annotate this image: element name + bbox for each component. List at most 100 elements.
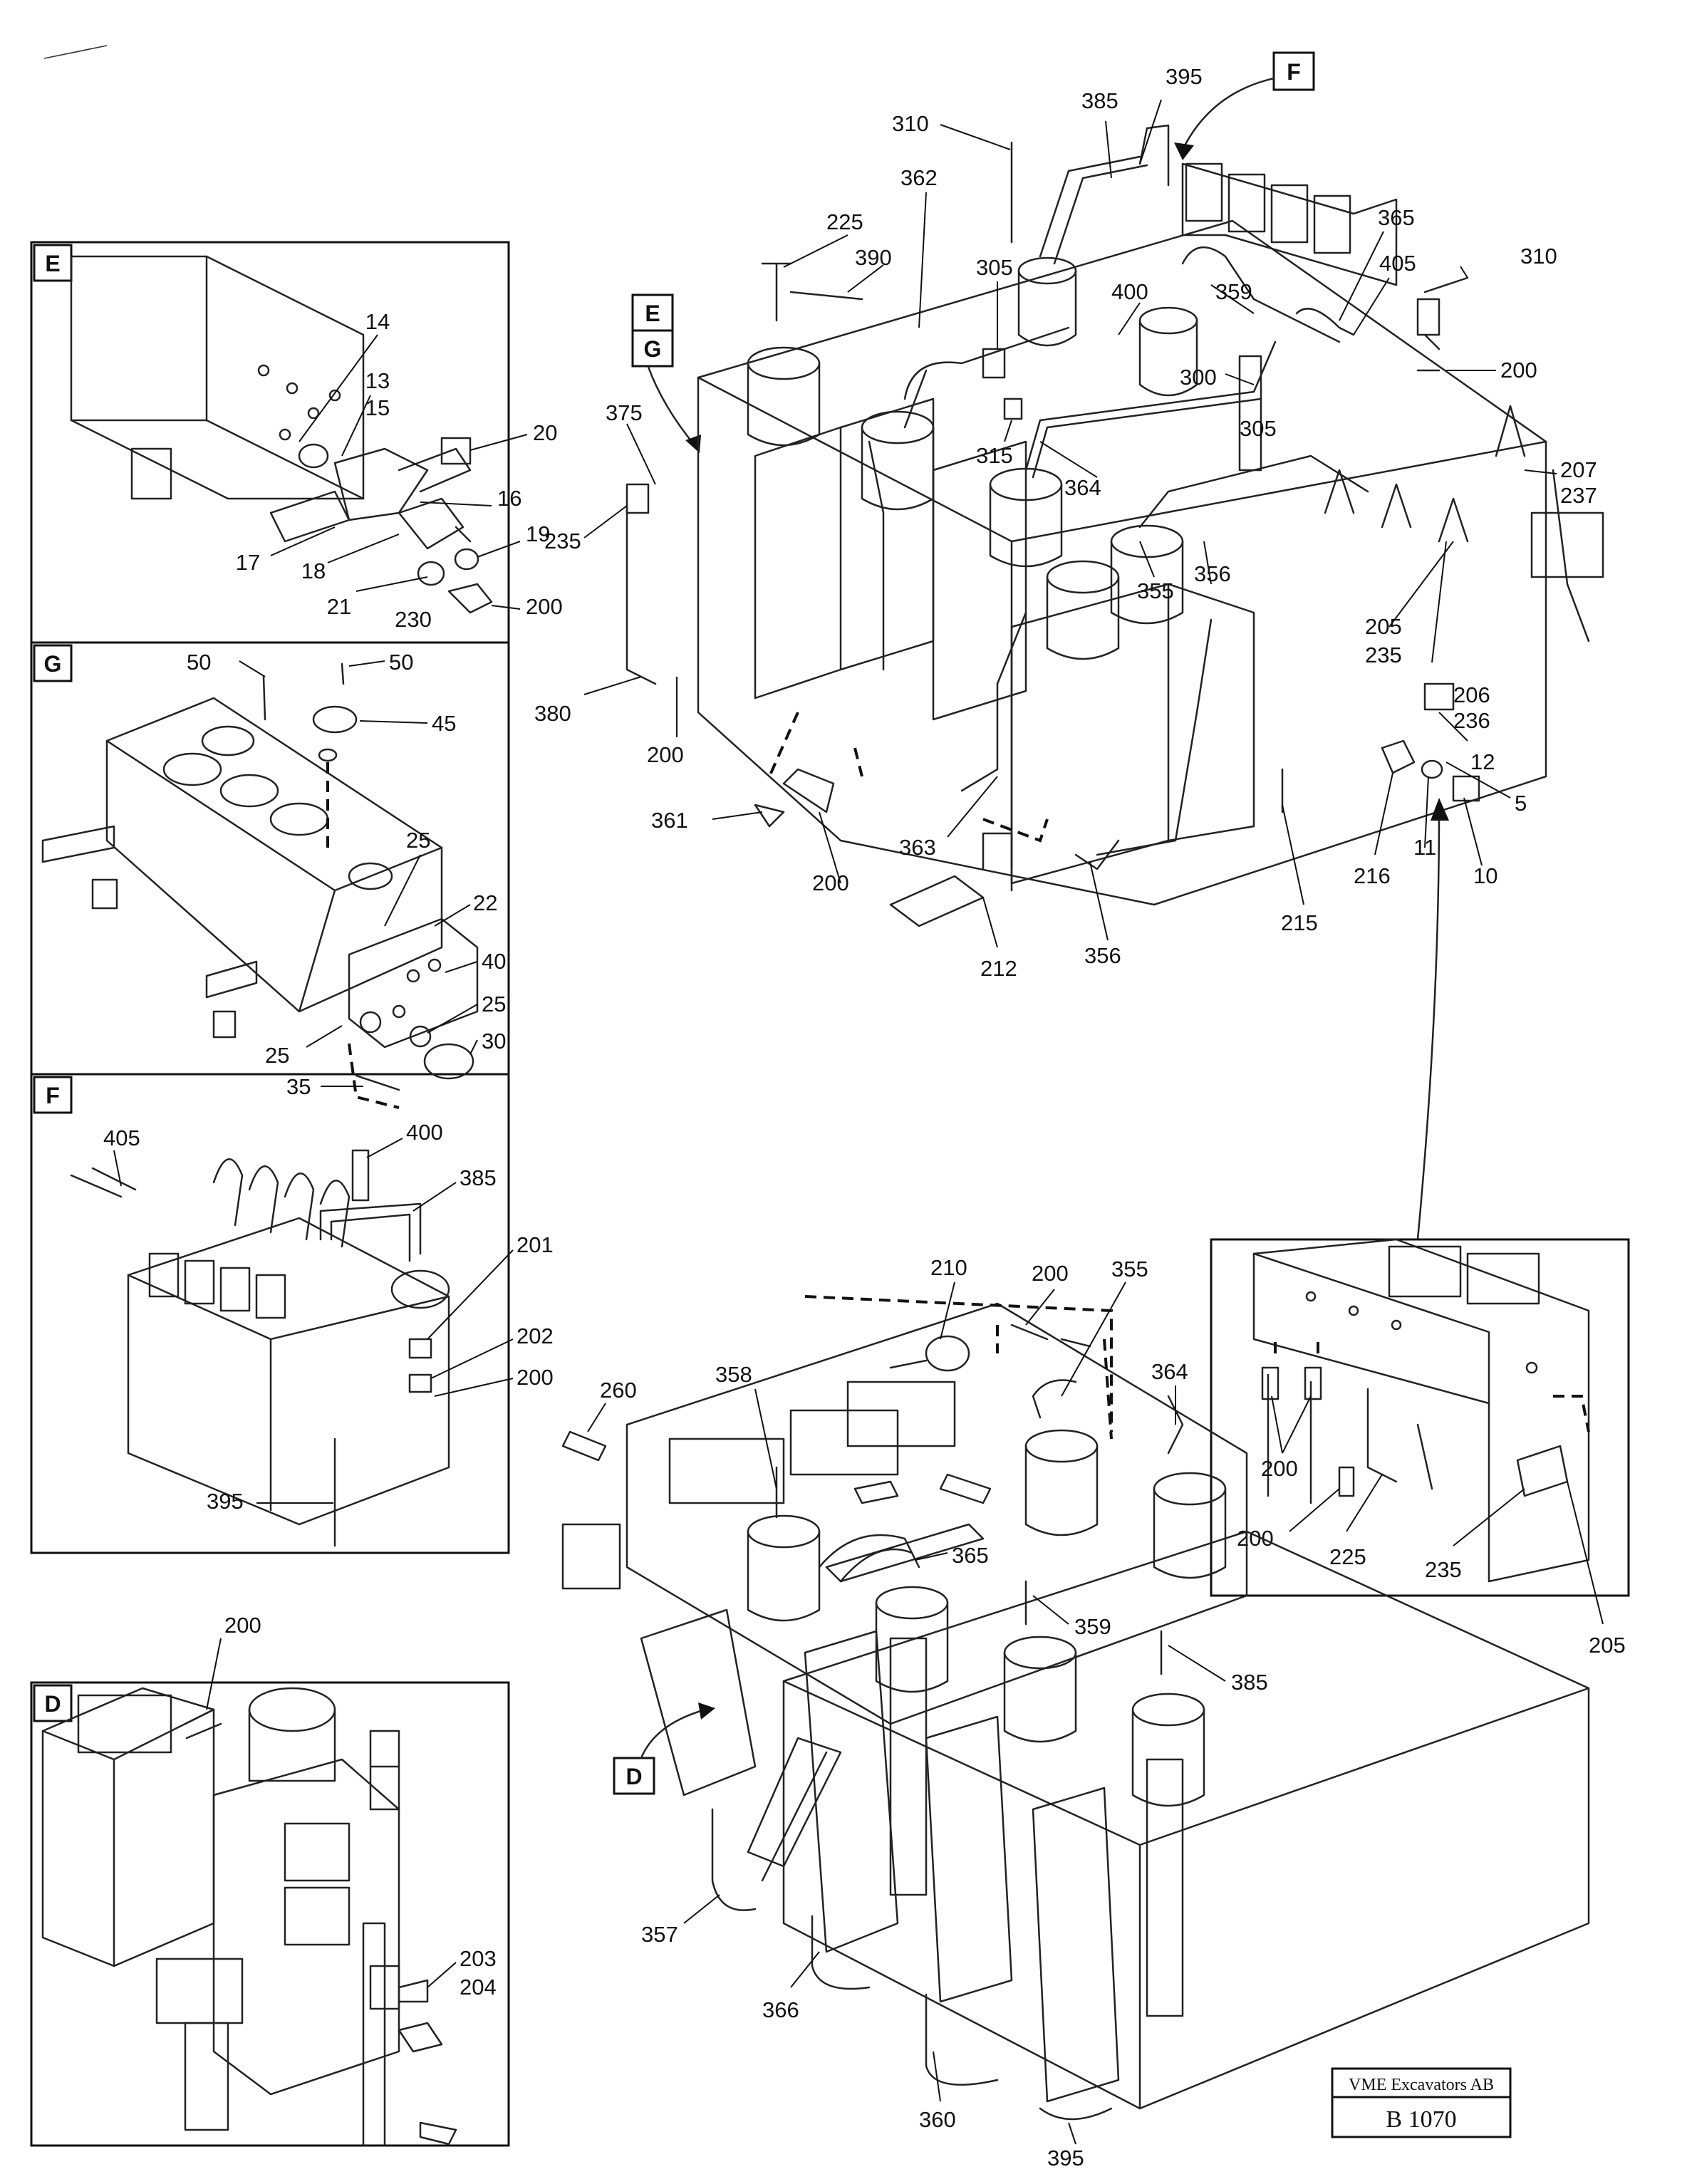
leader bbox=[940, 1281, 955, 1340]
view-ref-f-arrow bbox=[1181, 77, 1275, 151]
leader bbox=[412, 1182, 457, 1212]
pipe-364 bbox=[1024, 340, 1277, 472]
callout-235: 235 bbox=[1365, 643, 1402, 667]
fitting bbox=[939, 1473, 992, 1504]
callout-200: 200 bbox=[1500, 358, 1537, 383]
f-hose bbox=[284, 1172, 315, 1241]
solenoid-top bbox=[1110, 524, 1184, 558]
leader bbox=[327, 534, 400, 563]
g-bracket bbox=[41, 825, 115, 863]
leader bbox=[583, 505, 628, 539]
d-tee-203 bbox=[369, 1965, 400, 2010]
bracket-300 bbox=[1238, 355, 1262, 472]
leader bbox=[469, 1039, 478, 1055]
callout-395: 395 bbox=[207, 1489, 244, 1514]
callout-200: 200 bbox=[526, 594, 563, 619]
panel-d-letter-box bbox=[33, 1684, 73, 1722]
leader bbox=[477, 541, 521, 558]
d-hose bbox=[362, 1922, 386, 2146]
inset-block-edges bbox=[1252, 1252, 1490, 1405]
nut-315 bbox=[1003, 397, 1023, 420]
leader bbox=[1225, 373, 1255, 385]
g-coil-seat bbox=[269, 802, 329, 836]
callout-14: 14 bbox=[365, 309, 390, 334]
pipe-361 bbox=[868, 440, 885, 671]
inset-pointer-arrow bbox=[1416, 811, 1441, 1241]
washer-11 bbox=[1421, 759, 1443, 779]
view-ref-eg-arrow bbox=[647, 365, 696, 447]
leader bbox=[1025, 1289, 1055, 1326]
callout-400: 400 bbox=[1111, 279, 1148, 304]
callout-360: 360 bbox=[919, 2107, 956, 2132]
e-manifold-edges bbox=[70, 255, 365, 500]
pipe-366 bbox=[811, 1915, 871, 1990]
g-cover-plate bbox=[348, 917, 479, 1049]
leader bbox=[1105, 120, 1112, 179]
lower-solenoid-top bbox=[1024, 1429, 1099, 1463]
g-o-ring bbox=[409, 1025, 432, 1048]
f-valve-stack bbox=[127, 1217, 450, 1526]
leader bbox=[1139, 541, 1155, 578]
upper-solenoids bbox=[747, 256, 1198, 660]
leader bbox=[341, 395, 371, 457]
detail-panel-f: F 405 400 385 201 202 200 395 bbox=[33, 1076, 554, 1547]
lower-valve-section bbox=[804, 1630, 899, 1953]
leader bbox=[626, 423, 656, 485]
gauge-210 bbox=[925, 1335, 970, 1372]
leader bbox=[359, 720, 428, 724]
callout-365: 365 bbox=[952, 1543, 989, 1568]
leader bbox=[1210, 284, 1255, 314]
g-o-ring bbox=[359, 1011, 382, 1034]
arrowhead bbox=[685, 435, 701, 453]
hose-fitting bbox=[1438, 497, 1469, 543]
pipe-356 bbox=[1096, 618, 1213, 856]
inset-hole bbox=[1525, 1361, 1538, 1374]
e-fitting-20 bbox=[440, 437, 472, 465]
callout-22: 22 bbox=[473, 890, 497, 915]
e-pipe-right bbox=[398, 447, 472, 493]
bolt-310 bbox=[1423, 276, 1469, 293]
lower-solenoid-top bbox=[1131, 1692, 1205, 1727]
elbow-212 bbox=[982, 832, 1013, 870]
lower-main-edges bbox=[782, 1680, 1590, 2110]
e-port bbox=[328, 389, 341, 402]
f-hose bbox=[248, 1165, 279, 1234]
leader bbox=[583, 676, 642, 695]
solenoid-coil bbox=[1046, 576, 1120, 660]
pipe-357 bbox=[711, 1808, 757, 1911]
callout-45: 45 bbox=[432, 711, 456, 736]
dashed-link bbox=[982, 818, 1049, 843]
lower-valve-section bbox=[925, 1715, 1013, 2003]
f-coil bbox=[184, 1259, 215, 1305]
callout-207: 207 bbox=[1560, 457, 1597, 482]
fitting bbox=[853, 1480, 899, 1504]
inset-block bbox=[1252, 1238, 1590, 1583]
leader bbox=[1139, 99, 1162, 165]
g-manifold-top bbox=[105, 697, 443, 892]
callout-361: 361 bbox=[651, 808, 688, 833]
callout-13: 13 bbox=[365, 368, 390, 393]
callout-355: 355 bbox=[1137, 578, 1174, 603]
callout-300: 300 bbox=[1180, 365, 1217, 390]
solenoid-coil bbox=[861, 426, 935, 511]
callout-385: 385 bbox=[1081, 88, 1118, 113]
solenoid-top bbox=[1138, 306, 1198, 335]
leader bbox=[270, 526, 336, 556]
f-fitting-202 bbox=[408, 1373, 432, 1393]
pipe-355 bbox=[1138, 454, 1369, 529]
g-screw-50 bbox=[262, 675, 266, 721]
leader bbox=[1524, 469, 1557, 474]
callout-19: 19 bbox=[526, 521, 550, 546]
leader bbox=[1289, 1488, 1340, 1532]
leader bbox=[1339, 231, 1384, 321]
lower-solenoid-top bbox=[1003, 1636, 1077, 1670]
inset-connector bbox=[1466, 1252, 1540, 1305]
callout-50: 50 bbox=[187, 650, 211, 675]
connector bbox=[1270, 184, 1309, 244]
leader bbox=[430, 1338, 514, 1379]
callout-204: 204 bbox=[460, 1975, 497, 2000]
d-fitting-200 bbox=[184, 1708, 222, 1740]
view-ref-f: F bbox=[1287, 59, 1301, 85]
callout-230: 230 bbox=[395, 607, 432, 632]
leader bbox=[306, 1025, 343, 1048]
